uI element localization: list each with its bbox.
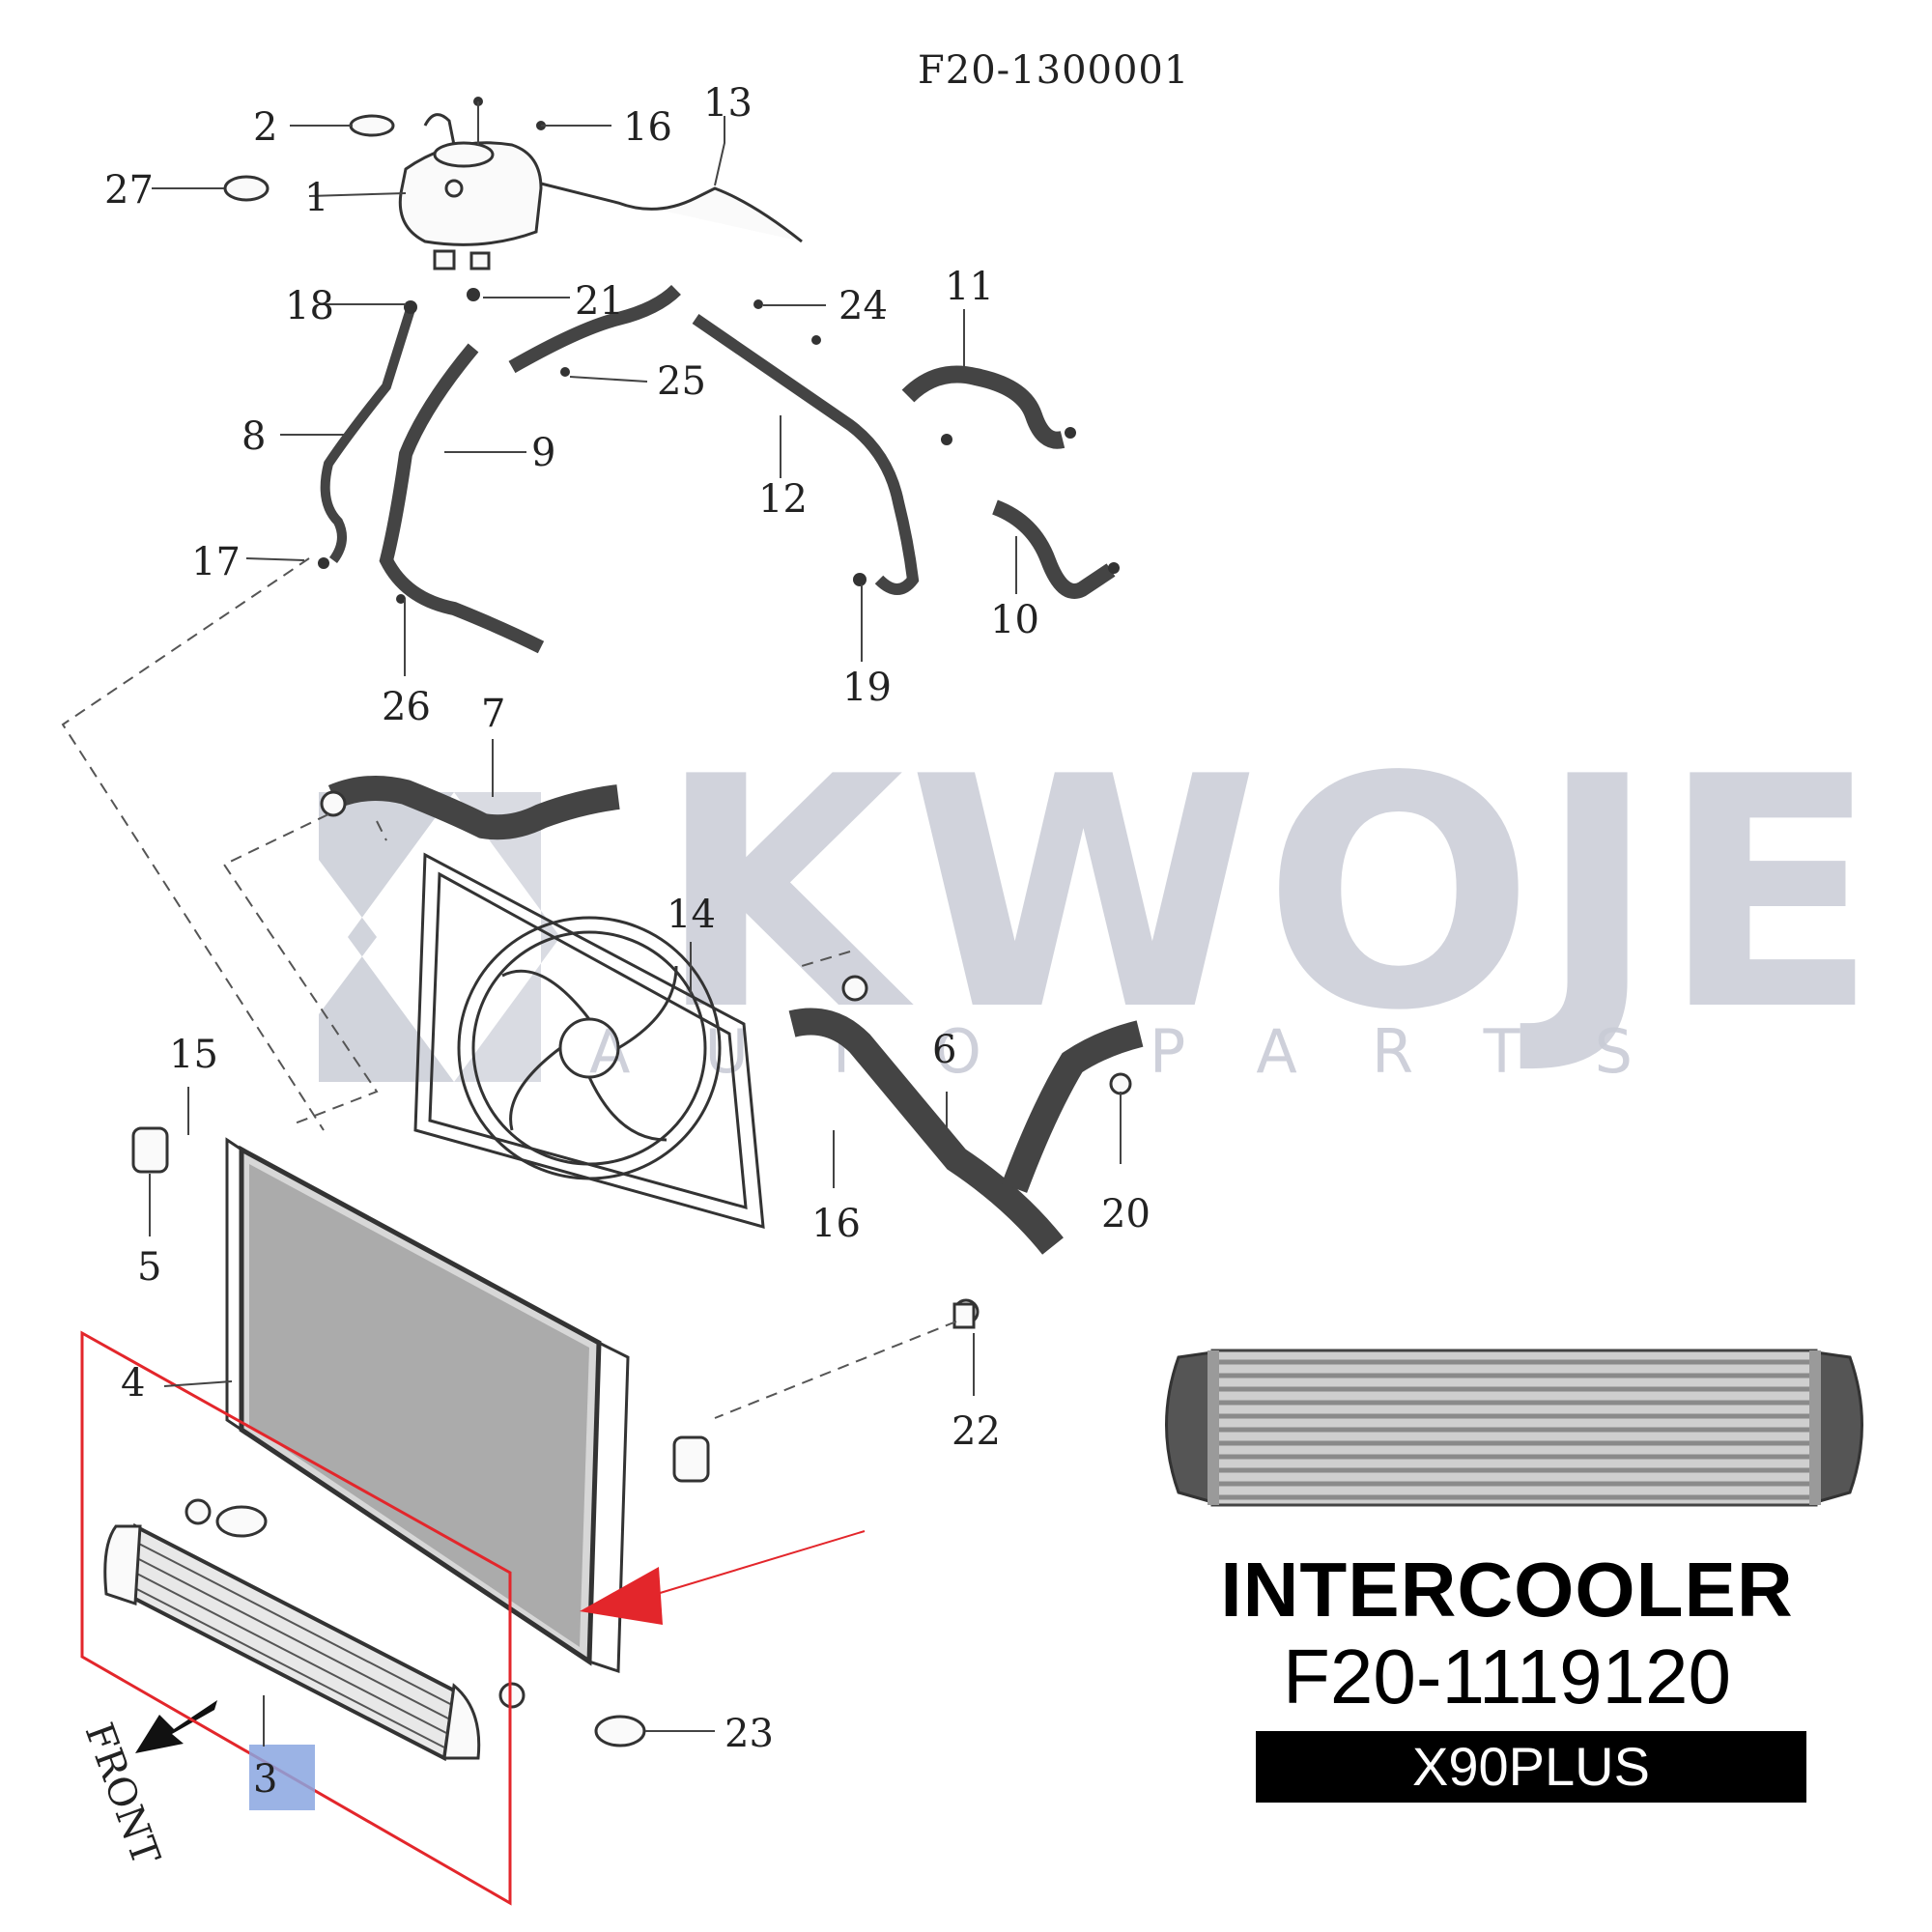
- callout-12: 12: [758, 477, 808, 522]
- mount-22-part: [952, 1302, 976, 1329]
- callout-22: 22: [952, 1409, 1001, 1454]
- dashed-guides: [61, 557, 957, 1419]
- callout-2: 2: [253, 105, 277, 150]
- callout-25: 25: [657, 359, 706, 404]
- intercooler-diagram-part: [103, 1498, 526, 1762]
- cap-27-part: [223, 175, 270, 202]
- leader-lines: [149, 101, 1122, 1747]
- callout-3: 3: [253, 1757, 277, 1802]
- callout-24: 24: [838, 284, 888, 328]
- watermark: KWOJE AUTO PARTS: [319, 709, 1882, 1087]
- watermark-logo-bar: [454, 792, 560, 1082]
- fan-shroud: [413, 852, 765, 1230]
- callout-20: 20: [1101, 1192, 1151, 1236]
- bracket-right-part: [672, 1435, 710, 1483]
- callout-labels: 1 2 3 4 5 6 7 8 9 10 11 12 13 14 15 16 1…: [104, 81, 1151, 1802]
- hose-8-part: [320, 307, 415, 563]
- callout-16b: 16: [811, 1202, 861, 1246]
- callout-23: 23: [724, 1712, 774, 1756]
- expansion-tank: [398, 113, 543, 270]
- highlight-arrow-line: [656, 1530, 866, 1595]
- highlight-arrow-head: [580, 1567, 663, 1625]
- callout-21: 21: [575, 279, 624, 324]
- callout-9: 9: [531, 431, 555, 475]
- mount-top-part: [215, 1505, 268, 1538]
- callout-7: 7: [481, 692, 505, 736]
- callout-6: 6: [932, 1028, 956, 1072]
- hose-6b-part: [1001, 1020, 1144, 1193]
- product-title: INTERCOOLER: [1220, 1547, 1794, 1633]
- callout-18: 18: [285, 284, 334, 328]
- hose-6-part: [788, 1008, 1064, 1255]
- callout-11: 11: [945, 265, 994, 309]
- callout-17: 17: [191, 540, 241, 584]
- watermark-brand: KWOJE: [657, 709, 1882, 1080]
- callout-8: 8: [242, 414, 266, 459]
- callout-10: 10: [990, 598, 1039, 642]
- callout-19: 19: [842, 666, 892, 710]
- callout-16: 16: [623, 105, 672, 150]
- callout-4: 4: [121, 1361, 145, 1406]
- hose-25-part: [508, 284, 681, 374]
- hose-7-part: [327, 776, 620, 840]
- product-part-number: F20-1119120: [1282, 1634, 1732, 1719]
- intercooler-highlight-box: [80, 1330, 512, 1906]
- clamps: [318, 97, 1120, 604]
- hose-11-part: [901, 365, 1065, 449]
- callout-26: 26: [382, 685, 431, 729]
- mount-23-part: [594, 1715, 646, 1747]
- callout-14: 14: [667, 893, 716, 937]
- radiator: [225, 1137, 630, 1674]
- watermark-logo-chevron: [319, 792, 454, 1082]
- product-model-badge: X90PLUS: [1256, 1731, 1806, 1803]
- bracket-5-part: [131, 1126, 169, 1174]
- pipe-12-part: [692, 314, 920, 595]
- callout-15: 15: [169, 1033, 218, 1077]
- front-arrow-icon: [135, 1700, 217, 1753]
- intercooler-product-image: [1165, 1349, 1863, 1507]
- diagram-code: F20-1300001: [918, 48, 1189, 93]
- hose-9-part: [379, 343, 545, 654]
- callout-13: 13: [703, 81, 753, 126]
- part-3-label-box: [249, 1745, 315, 1810]
- callout-5: 5: [137, 1245, 161, 1290]
- callout-27: 27: [104, 168, 154, 213]
- callout-1: 1: [304, 176, 328, 220]
- hose-13-part: [540, 182, 803, 243]
- cap-2-part: [349, 114, 395, 137]
- hose-10-part: [991, 499, 1116, 599]
